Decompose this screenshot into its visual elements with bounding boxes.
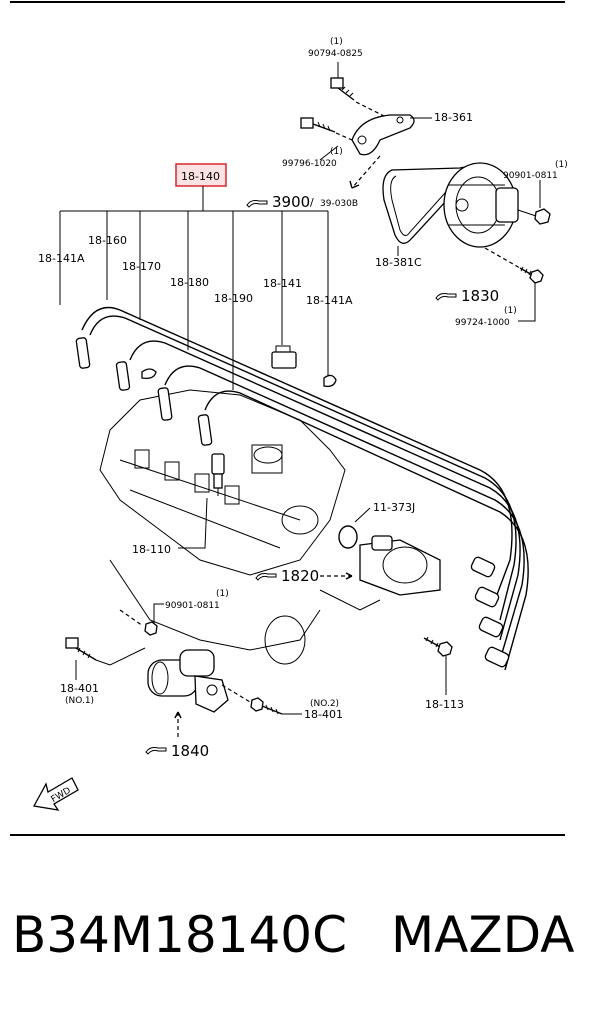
brand-name: MAZDA <box>391 906 575 964</box>
label-ref-39-030b[interactable]: 39-030B <box>320 199 358 209</box>
label-99796-qty: (1) <box>330 147 343 157</box>
label-99796-1020: 99796-1020 <box>282 159 337 169</box>
label-ref-3900[interactable]: 3900 <box>272 193 310 211</box>
nut-90901-lower <box>144 621 158 636</box>
spark-plug <box>211 453 225 496</box>
ignition-wires <box>81 306 529 671</box>
label-18-160: 18-160 <box>88 234 127 247</box>
label-18-401-no2-qual: (NO.2) <box>310 699 339 709</box>
label-18-190: 18-190 <box>214 292 253 305</box>
part-number: B34M18140C <box>12 906 348 964</box>
plug-boots <box>75 337 510 668</box>
distributor <box>359 535 441 596</box>
label-90901-0811-top: 90901-0811 <box>503 171 558 181</box>
label-18-140[interactable]: 18-140 <box>181 170 220 183</box>
fwd-arrow-icon: FWD <box>32 777 79 811</box>
clamp-18-141 <box>271 345 297 369</box>
label-18-401-no2: 18-401 <box>304 708 343 721</box>
label-slash: / <box>310 196 314 209</box>
label-18-141a-left: 18-141A <box>38 252 85 265</box>
label-18-381c: 18-381C <box>375 256 422 269</box>
bolt-99796 <box>300 117 336 133</box>
bolt-99724 <box>519 266 544 284</box>
label-11-373j: 11-373J <box>373 501 415 514</box>
nut-90901-top <box>517 208 551 225</box>
highlight-box[interactable] <box>175 163 227 187</box>
caption: B34M18140C MAZDA <box>12 900 592 970</box>
label-99724-1000: 99724-1000 <box>455 318 510 328</box>
label-90901-top-qty: (1) <box>555 160 568 170</box>
label-18-401-no1: 18-401 <box>60 682 99 695</box>
label-90901-0811-lower: 90901-0811 <box>165 601 220 611</box>
parts-diagram: 18-140 (1) 90794-0825 18-361 (1) 99796-1… <box>10 1 568 836</box>
alternator-bracket <box>351 114 415 156</box>
clamp-18-141a-left <box>141 368 157 380</box>
bolt-18-401-no1 <box>65 637 97 661</box>
label-18-361: 18-361 <box>434 111 473 124</box>
wire-set-bracket <box>59 186 329 390</box>
alternator <box>443 162 519 248</box>
ref-arrow-3900 <box>246 200 268 208</box>
engine-block <box>99 389 381 665</box>
ref-arrow-1840 <box>145 747 167 755</box>
label-ref-1830[interactable]: 1830 <box>461 287 499 305</box>
label-90794-0825: 90794-0825 <box>308 49 363 59</box>
bolt-18-113 <box>423 636 453 657</box>
label-90901-lower-qty: (1) <box>216 589 229 599</box>
bolt-90794 <box>330 62 355 101</box>
label-18-170: 18-170 <box>122 260 161 273</box>
label-ref-1840[interactable]: 1840 <box>171 742 209 760</box>
bolt-18-401-no2 <box>250 697 283 715</box>
o-ring <box>338 525 358 549</box>
label-90794-qty: (1) <box>330 37 343 47</box>
label-18-180: 18-180 <box>170 276 209 289</box>
label-18-141a-right: 18-141A <box>306 294 353 307</box>
label-18-401-no1-qual: (NO.1) <box>65 696 94 706</box>
ref-arrow-1830 <box>435 293 457 301</box>
label-99724-qty: (1) <box>504 306 517 316</box>
label-18-113: 18-113 <box>425 698 464 711</box>
label-ref-1820[interactable]: 1820 <box>281 567 319 585</box>
starter-motor <box>147 649 229 713</box>
clamp-18-141a-right <box>323 374 337 388</box>
ref-arrow-1820 <box>255 573 277 581</box>
label-18-141: 18-141 <box>263 277 302 290</box>
label-18-110: 18-110 <box>132 543 171 556</box>
